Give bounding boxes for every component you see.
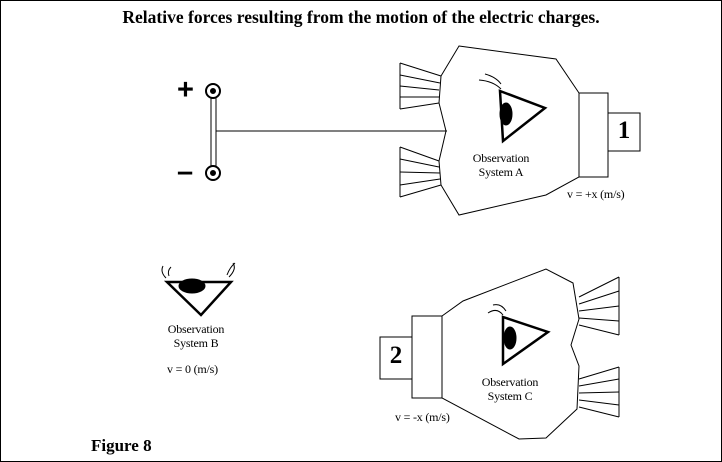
system-b-label-line1: Observation: [167, 322, 225, 336]
system-c-label-line1: Observation: [481, 375, 539, 389]
negative-charge-sign: –: [177, 156, 194, 188]
system-a-label-line1: Observation: [472, 151, 530, 165]
system-b-label-line2: System B: [173, 336, 219, 350]
observation-system-a-vessel: [399, 45, 641, 216]
positive-charge-terminal-icon: [205, 83, 221, 99]
eye-a-icon: [478, 73, 548, 144]
figure-number: Figure 8: [91, 436, 152, 455]
observation-system-c-vessel: [379, 268, 620, 440]
eye-c-icon: [487, 304, 551, 367]
system-c-label-line2: System C: [487, 389, 533, 403]
positive-charge-sign: +: [177, 74, 194, 106]
charge-wire: [210, 97, 447, 167]
system-c-velocity: v = -x (m/s): [395, 410, 450, 424]
system-a-box-number: 1: [617, 117, 631, 144]
system-a-label-line2: System A: [478, 165, 524, 179]
negative-charge-terminal-icon: [205, 165, 221, 181]
eye-b-icon: [161, 262, 236, 317]
system-a-velocity: v = +x (m/s): [567, 187, 625, 201]
system-b-velocity: v = 0 (m/s): [167, 362, 218, 376]
figure-title: Relative forces resulting from the motio…: [122, 7, 600, 27]
system-c-box-number: 2: [389, 342, 403, 369]
